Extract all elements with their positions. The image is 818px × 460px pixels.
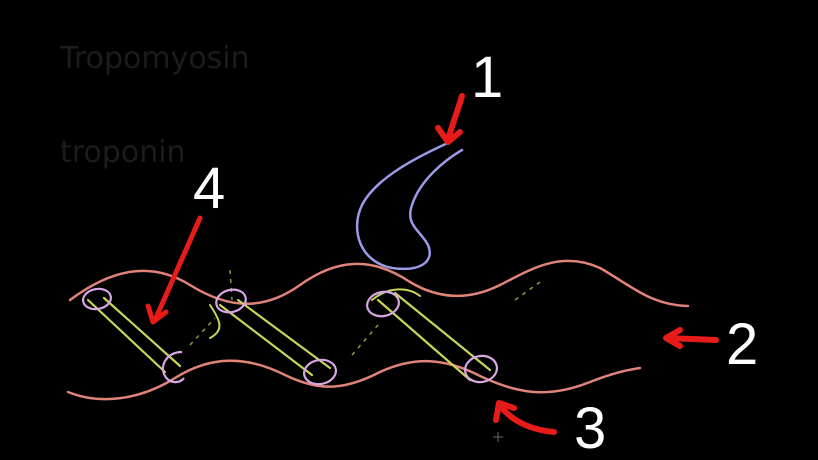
tropomyosin-connectors xyxy=(209,288,421,339)
arrow-3 xyxy=(493,400,557,435)
faint-handwriting-bottom: troponin xyxy=(60,135,186,170)
cursor-crosshair xyxy=(493,432,503,442)
tropomyosin-strand-1 xyxy=(86,296,182,374)
label-1: 1 xyxy=(471,45,503,110)
actin-strand-bottom xyxy=(66,359,642,401)
arrow-2 xyxy=(663,327,719,349)
myosin-head-loop xyxy=(355,140,464,271)
label-4: 4 xyxy=(193,156,225,221)
arrow-4 xyxy=(145,215,203,325)
label-3: 3 xyxy=(574,396,606,460)
arrow-1 xyxy=(435,93,465,145)
tropomyosin-strand-2 xyxy=(218,298,332,377)
faint-dashes xyxy=(189,269,541,356)
faint-handwriting-top: Tropomyosin xyxy=(59,41,250,76)
label-2: 2 xyxy=(726,312,758,377)
troponin-loops xyxy=(82,287,499,386)
actin-strand-top xyxy=(68,259,690,308)
